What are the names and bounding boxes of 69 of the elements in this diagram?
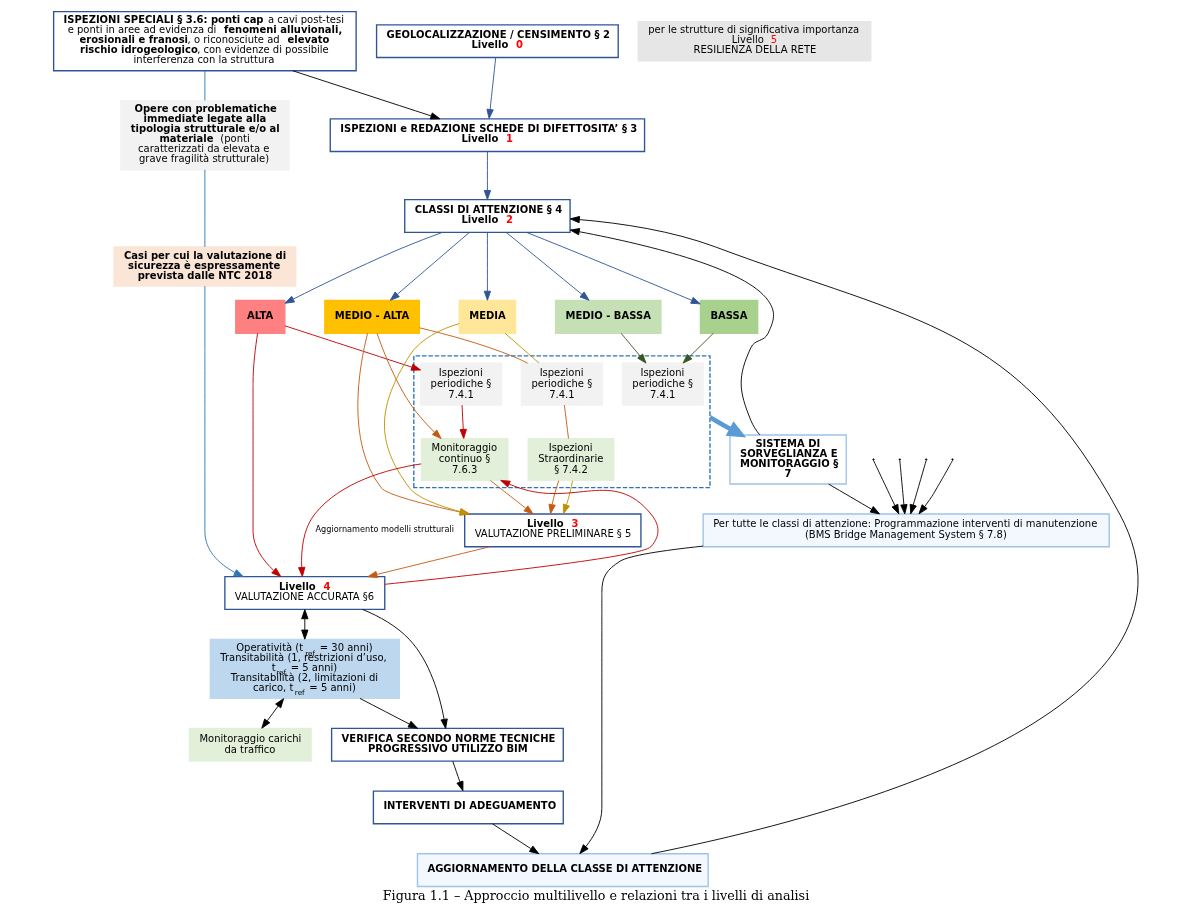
- node-box: Livello 4 VALUTAZIONE ACCURATA §6: [224, 576, 386, 611]
- node-box: Operatività (t$_{ref}$ = 30 anni) Transitabilità (1, restrizioni d’uso, t$_{ref}$ = 5 anni) Transitabilità (2, limitazioni di carico, t$_{ref}$ = 5 anni): [209, 638, 400, 700]
- arrow: [367, 546, 491, 579]
- arrow: [491, 823, 540, 855]
- arrow: [562, 480, 573, 515]
- arrow: [620, 332, 647, 364]
- node-box: SISTEMA DI SORVEGLIANZA E MONITORAGGIO § 7: [729, 434, 847, 485]
- node-box: MEDIA: [458, 299, 517, 334]
- arrow: [284, 325, 422, 371]
- node-box: MEDIO - ALTA: [324, 299, 420, 334]
- arrow: [292, 70, 441, 120]
- edge-label: Aggiornamento modelli strutturali: [315, 524, 454, 535]
- connector: [563, 404, 569, 439]
- arrow: [579, 545, 704, 855]
- arrow: [899, 460, 908, 515]
- arrow: [261, 698, 285, 729]
- connector: [419, 327, 529, 364]
- arrow: [682, 332, 714, 364]
- arrow: [483, 151, 492, 200]
- arrow: [359, 697, 418, 729]
- arrow: [486, 57, 497, 120]
- arrow: [708, 415, 747, 438]
- node-box: Ispezioni Straordinarie § 7.4.2: [527, 437, 615, 482]
- arrow: [298, 463, 422, 577]
- node-box: INTERVENTI DI ADEGUAMENTO: [372, 790, 564, 825]
- node-box: Monitoraggio carichi da traffico: [188, 727, 312, 762]
- arrow: [828, 483, 881, 515]
- arrow: [526, 231, 701, 305]
- arrow: [569, 215, 1138, 855]
- arrow: [389, 231, 470, 301]
- arrow: [252, 332, 282, 577]
- node-box: Casi per cui la valutazione di sicurezza è espressamente prevista dalle NTC 2018: [113, 246, 297, 287]
- arrow: [918, 460, 953, 515]
- arrow: [505, 231, 590, 301]
- node-box: BASSA: [699, 299, 759, 334]
- node-box: ISPEZIONI e REDAZIONE SCHEDE DI DIFETTOSITA’ § 3 Livello 1: [329, 118, 646, 153]
- arrow: [362, 609, 448, 729]
- node-box: Ispezioni periodiche § 7.4.1: [419, 362, 503, 406]
- arrow: [301, 609, 309, 640]
- connector: [204, 70, 206, 101]
- arrow: [569, 228, 774, 436]
- node-box: per le strutture di significativa importanza Livello 5 RESILIENZA DELLA RETE: [637, 20, 872, 62]
- node-box: Monitoraggio continuo § 7.6.3: [420, 437, 509, 482]
- arrow: [909, 460, 927, 515]
- arrow: [284, 232, 443, 304]
- node-box: GEOLOCALIZZAZIONE / CENSIMENTO § 2 Livello 0: [375, 24, 619, 59]
- node-box: Per tutte le classi di attenzione: Programmazione interventi di manutenzione (BMS Bridge Management System § 7.8): [702, 513, 1110, 548]
- node-box: Opere con problematiche immediate legate alla tipologia strutturale e/o al materiale (ponti caratterizzati da elevata e grave fragilità strutturale): [120, 100, 290, 171]
- arrow: [204, 285, 244, 578]
- arrow: [452, 760, 464, 792]
- node-box: Ispezioni periodiche § 7.4.1: [520, 362, 603, 406]
- arrow: [548, 480, 560, 515]
- node-box: Ispezioni periodiche § 7.4.1: [621, 362, 704, 406]
- node-box: MEDIO - BASSA: [554, 299, 662, 334]
- arrow: [459, 404, 467, 439]
- arrow: [489, 480, 534, 515]
- node-box: CLASSI DI ATTENZIONE § 4 Livello 2: [404, 199, 571, 234]
- node-box: AGGIORNAMENTO DELLA CLASSE DI ATTENZIONE: [416, 853, 709, 888]
- connector: [204, 169, 206, 248]
- node-box: VERIFICA SECONDO NORME TECNICHE PROGRESSIVO UTILIZZO BIM: [330, 727, 564, 762]
- node-box: ALTA: [235, 299, 286, 334]
- arrow: [376, 333, 442, 440]
- connector: [504, 332, 540, 364]
- arrow: [384, 479, 659, 585]
- arrow: [873, 460, 900, 515]
- arrow: [483, 231, 492, 301]
- caption: Figura 1.1 – Approccio multilivello e relazioni tra i livelli di analisi: [382, 888, 810, 904]
- node-box: ISPEZIONI SPECIALI § 3.6: ponti cap a cavi post-tesi e ponti in aree ad evidenza di fenomeni alluvionali, erosionali e franosi, o riconosciute ad elevato rischio idrogeologico, con evidenze di possibile interferenza con la struttura: [52, 10, 357, 72]
- node-box: Livello 3 VALUTAZIONE PRELIMINARE § 5: [464, 513, 642, 548]
